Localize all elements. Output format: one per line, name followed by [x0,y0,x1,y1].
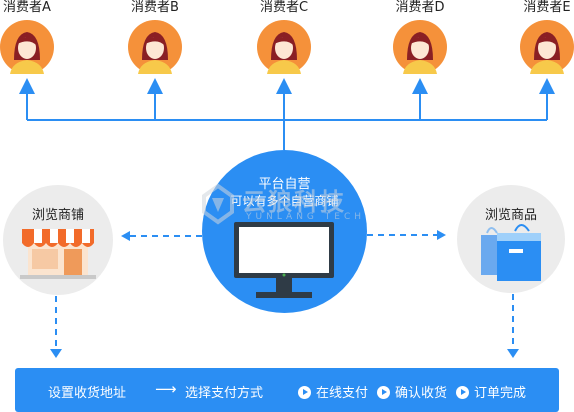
step-order-complete: 订单完成 [456,382,526,401]
play-circle-icon [456,386,469,399]
play-circle-icon [298,386,311,399]
step-set-address: 设置收货地址 [48,386,127,401]
arrowhead-goods-down [507,349,519,358]
arrowhead-store-down [50,349,62,358]
browse-goods-label: 浏览商品 [484,208,537,223]
consumer-label: 消费者A [3,0,51,15]
step-confirm-receipt-label: 确认收货 [395,386,448,401]
consumer-b: 消费者B [115,0,195,74]
browse-goods-node: 浏览商品 [457,185,565,293]
shopping-bag-icon [481,224,541,281]
storefront-icon [20,229,96,279]
consumer-label: 消费者D [395,0,445,15]
play-circle-icon [377,386,390,399]
user-avatar-icon [257,20,311,74]
consumer-e: 消费者E [507,0,574,74]
browse-store-node: 浏览商铺 [3,185,113,295]
arrowhead-store [121,231,130,241]
consumer-label: 消费者E [523,0,571,15]
watermark-subtext: YUNLANG TECH [246,212,365,222]
browse-store-label: 浏览商铺 [31,208,84,223]
step-order-complete-label: 订单完成 [474,386,527,401]
consumer-d: 消费者D [380,0,460,74]
arrowhead-goods [437,230,446,240]
step-online-pay: 在线支付 [298,382,368,401]
watermark-text: 云狼科技 [242,188,346,216]
user-avatar-icon [0,20,54,74]
consumer-a: 消费者A [0,0,67,74]
step-arrow: ⟶ [155,380,177,398]
step-confirm-receipt: 确认收货 [377,382,447,401]
platform-node: 平台自营 可以有多个自营商铺 [202,150,367,313]
logo-icon [202,183,234,225]
consumer-label: 消费者C [259,0,309,15]
user-avatar-icon [128,20,182,74]
user-avatar-icon [520,20,574,74]
checkout-steps-bar: 设置收货地址 ⟶ 选择支付方式 在线支付 确认收货 订单完成 [15,368,559,412]
company-watermark: 云狼科技 YUNLANG TECH [198,182,378,232]
platform-subtitle: 可以有多个自营商铺 [230,194,339,208]
consumer-c: 消费者C [244,0,324,74]
step-online-pay-label: 在线支付 [316,386,369,401]
user-avatar-icon [393,20,447,74]
platform-title: 平台自营 [258,177,311,192]
step-choose-payment: 选择支付方式 [185,386,264,401]
consumer-label: 消费者B [131,0,179,15]
monitor-icon [234,222,334,298]
